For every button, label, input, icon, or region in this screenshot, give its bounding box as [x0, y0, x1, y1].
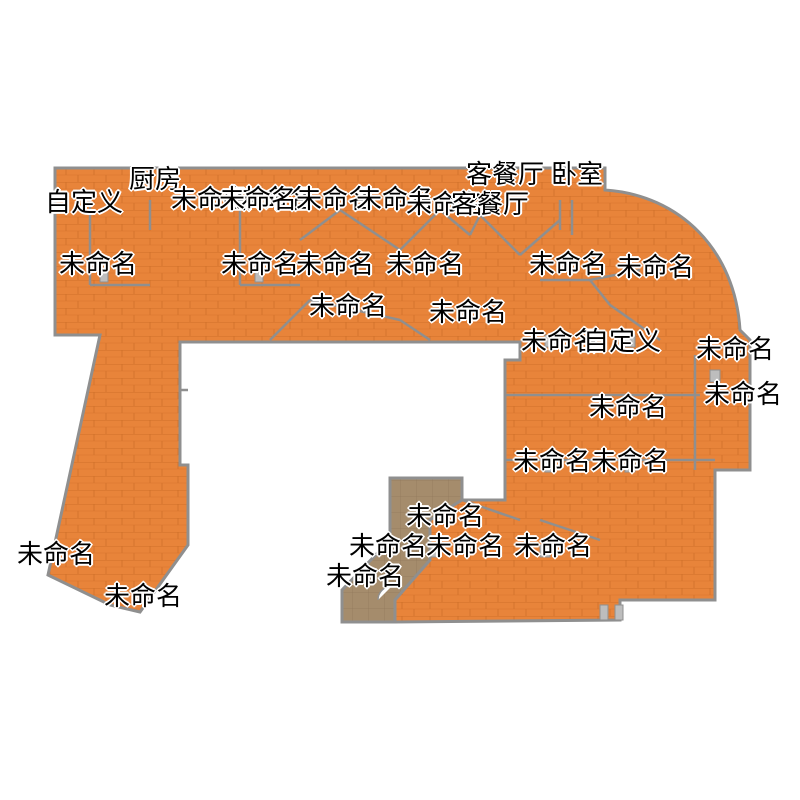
room-label-unnamed-13: 未命名 [428, 298, 508, 328]
room-label-unnamed-11: 未命名 [615, 253, 695, 283]
room-label-unnamed-24: 未命名 [325, 562, 405, 592]
room-label-living-dining-2: 客餐厅 [450, 190, 530, 220]
room-label-unnamed-17: 未命名 [588, 393, 668, 423]
room-label-unnamed-19: 未命名 [590, 447, 670, 477]
room-label-unnamed-22: 未命名 [425, 532, 505, 562]
room-label-unnamed-15: 自定义 [582, 327, 662, 357]
door-swing [377, 585, 393, 601]
room-label-unnamed-27: 未命名 [218, 185, 298, 215]
interior-walls [88, 200, 715, 542]
room-label-unnamed-10: 未命名 [528, 250, 608, 280]
floor-area-main [46, 166, 752, 624]
room-label-unnamed-18: 未命名 [512, 447, 592, 477]
room-label-unnamed-21: 未命名 [348, 532, 428, 562]
room-label-unnamed-8: 未命名 [295, 250, 375, 280]
room-label-unnamed-9: 未命名 [385, 250, 465, 280]
room-label-unnamed-6: 未命名 [58, 250, 138, 280]
floor-area-tiled [340, 476, 464, 624]
room-label-unnamed-25: 未命名 [16, 540, 96, 570]
room-label-unnamed-12: 未命名 [308, 292, 388, 322]
room-label-unnamed-26: 未命名 [103, 582, 183, 612]
room-label-custom-2: 未命名 [695, 335, 775, 365]
room-label-living-dining-1: 客餐厅 [465, 160, 545, 190]
room-label-unnamed-4: 未命名 [355, 185, 435, 215]
room-label-unnamed-20: 未命名 [405, 502, 485, 532]
room-label-bedroom: 卧室 [550, 160, 604, 190]
wall-columns [99, 269, 721, 621]
room-label-unnamed-1: 未命名 [170, 185, 250, 215]
room-label-unnamed-7: 未命名 [220, 250, 300, 280]
room-label-unnamed-3: 未命名 [295, 185, 375, 215]
room-label-unnamed-23: 未命名 [513, 532, 593, 562]
room-label-unnamed-5: 未命名 [405, 190, 485, 220]
room-label-unnamed-2: 未命名 [235, 185, 315, 215]
room-label-custom-1: 自定义 [44, 188, 124, 218]
room-label-kitchen: 厨房 [128, 165, 182, 195]
room-label-unnamed-16: 未命名 [703, 380, 783, 410]
room-label-unnamed-14: 未命名 [520, 327, 600, 357]
